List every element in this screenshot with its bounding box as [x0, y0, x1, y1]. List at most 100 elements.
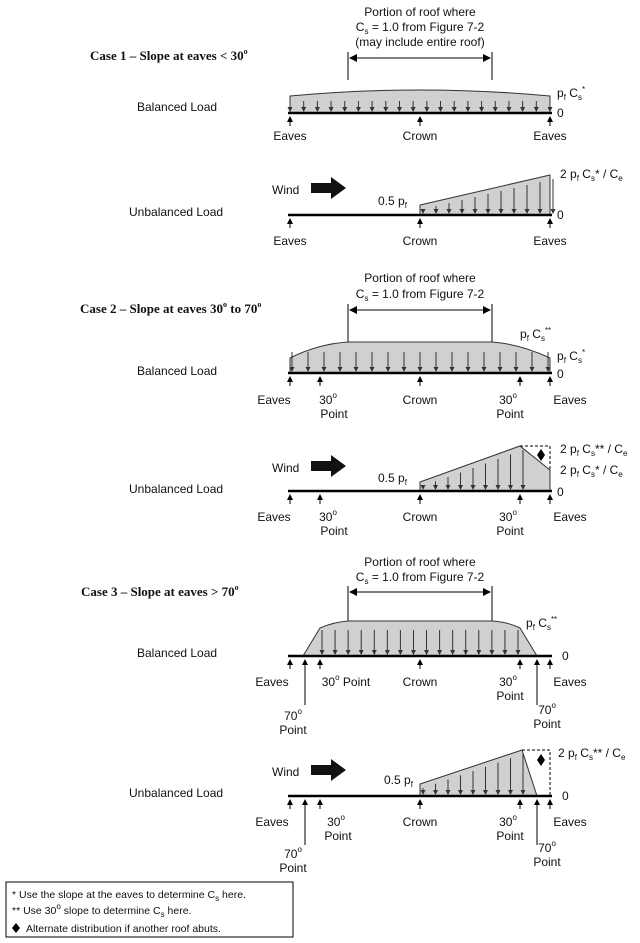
case-1-balanced-supports: [287, 116, 553, 126]
load-arrowhead: [470, 790, 476, 795]
load-arrowhead: [319, 650, 325, 655]
load-arrowhead: [445, 790, 451, 795]
case-3-unbalanced-30-right: 30o: [499, 813, 517, 829]
case-1-balanced-pfcs: pf Cs*: [557, 85, 585, 102]
load-arrowhead: [495, 790, 501, 795]
load-arrowhead: [508, 790, 513, 795]
case-3-unbalanced-eaves-right: Eaves: [553, 815, 586, 829]
case-2-balanced-point-right: Point: [496, 407, 524, 421]
case-2-unbalanced-30-right: 30o: [499, 508, 517, 524]
case-2-unbalanced-30-left: 30o: [319, 508, 337, 524]
case-3-portion-line-1: Portion of roof where: [364, 555, 476, 569]
footnotes-box: * Use the slope at the eaves to determin…: [5, 881, 294, 938]
case-2-balanced-eaves-left: Eaves: [257, 393, 290, 407]
load-arrowhead: [437, 650, 443, 655]
case-3-alternate-distribution-outline: [522, 749, 551, 796]
load-arrowhead: [401, 367, 407, 372]
case-3-balanced-load-area: [302, 620, 538, 657]
load-arrowhead: [520, 485, 526, 490]
load-arrowhead: [520, 107, 526, 112]
load-arrowhead: [470, 485, 476, 490]
load-arrowhead: [396, 107, 402, 112]
case-3-unbalanced-70-right: 70o: [538, 839, 556, 855]
case-1: Case 1 – Slope at eaves < 30o Portion of…: [90, 5, 623, 248]
load-arrowhead: [420, 485, 426, 490]
case-3-balanced-supports: [287, 659, 553, 705]
load-arrowhead: [479, 107, 485, 112]
load-arrowhead: [433, 209, 439, 214]
case-2-wind-label: Wind: [272, 461, 299, 475]
load-arrowhead: [529, 367, 535, 372]
load-arrowhead: [547, 107, 553, 112]
load-arrowhead: [492, 107, 498, 112]
load-arrowhead: [332, 650, 338, 655]
load-arrowhead: [328, 107, 334, 112]
load-arrowhead: [449, 367, 455, 372]
case-1-unbalanced-load-area: [419, 174, 551, 216]
case-1-unbalanced-crown: Crown: [403, 234, 438, 248]
load-arrowhead: [476, 650, 482, 655]
load-arrowhead: [463, 650, 469, 655]
case-1-unbalanced-2pfcs-ce: 2 pf Cs* / Ce: [560, 167, 623, 183]
case-3-balanced-pfcs-top: pf Cs**: [526, 615, 557, 632]
case-3-balanced-70-point-left: Point: [279, 723, 307, 737]
case-3-balanced-eaves-right: Eaves: [553, 675, 586, 689]
case-2: Case 2 – Slope at eaves 30o to 70o Porti…: [80, 271, 628, 538]
load-arrowhead: [337, 367, 343, 372]
case-1-unbalanced-eaves-left: Eaves: [273, 234, 306, 248]
load-arrowhead: [369, 367, 375, 372]
case-3-balanced-70-point-right: Point: [533, 717, 561, 731]
case-2-balanced-30-right: 30o: [499, 391, 517, 407]
load-arrowhead: [446, 209, 452, 214]
case-3-unbalanced-supports: [287, 799, 553, 845]
load-arrowhead: [397, 650, 403, 655]
load-arrowhead: [289, 367, 295, 372]
case-2-unbalanced-point-left: Point: [320, 524, 348, 538]
case-3-unbalanced-point-left: Point: [324, 829, 352, 843]
case-1-balanced-load-arrows: [287, 101, 553, 112]
case-1-balanced-label: Balanced Load: [137, 100, 217, 114]
case-1-balanced-zero: 0: [557, 106, 564, 120]
case-3-unbalanced-crown: Crown: [403, 815, 438, 829]
case-1-unbalanced-label: Unbalanced Load: [129, 205, 223, 219]
load-arrowhead: [287, 107, 293, 112]
case-2-unbalanced-eaves-right: Eaves: [553, 510, 586, 524]
load-arrowhead: [458, 790, 463, 795]
case-1-balanced-eaves-right: Eaves: [533, 129, 566, 143]
load-arrowhead: [485, 209, 491, 214]
load-arrowhead: [545, 367, 551, 372]
load-arrowhead: [438, 107, 444, 112]
case-3-balanced-point-right: Point: [496, 689, 524, 703]
case-2-title: Case 2 – Slope at eaves 30o to 70o: [80, 300, 261, 316]
case-2-unbalanced-label: Unbalanced Load: [129, 482, 223, 496]
case-3-unbalanced-label: Unbalanced Load: [129, 786, 223, 800]
case-3-wind-label: Wind: [272, 765, 299, 779]
case-1-balanced-crown: Crown: [403, 129, 438, 143]
load-arrowhead: [483, 485, 488, 490]
load-arrowhead: [305, 367, 311, 372]
case-2-balanced-supports: [287, 376, 553, 386]
load-arrowhead: [506, 107, 512, 112]
case-3-balanced-30-right: 30o: [499, 673, 517, 689]
load-arrowhead: [513, 367, 519, 372]
case-2-unbalanced-half-pf: 0.5 pf: [378, 471, 408, 487]
case-3-unbalanced-2pfcs-ce-top: 2 pf Cs** / Ce: [558, 746, 626, 762]
footnotes-border: [5, 881, 294, 938]
footnote-2: ** Use 30o slope to determine Cs here.: [12, 902, 191, 919]
case-2-balanced-zero: 0: [557, 367, 564, 381]
case-3-unbalanced-half-pf: 0.5 pf: [384, 773, 414, 789]
case-3-balanced-zero: 0: [562, 649, 569, 663]
case-2-balanced-30-left: 30o: [319, 391, 337, 407]
case-2-unbalanced-2pfcs-ce-mid: 2 pf Cs* / Ce: [560, 463, 623, 479]
case-1-unbalanced-supports: [287, 218, 553, 228]
load-arrowhead: [508, 485, 513, 490]
load-arrowhead: [472, 209, 478, 214]
load-arrowhead: [459, 209, 465, 214]
case-2-unbalanced-supports: [287, 494, 553, 504]
load-arrowhead: [498, 209, 504, 214]
case-3-portion-line-2: Cs = 1.0 from Figure 7-2: [356, 570, 485, 586]
load-arrowhead: [497, 367, 503, 372]
case-3-wind-arrow-icon: [311, 759, 346, 781]
case-2-portion-line-1: Portion of roof where: [364, 271, 476, 285]
load-arrowhead: [410, 107, 416, 112]
